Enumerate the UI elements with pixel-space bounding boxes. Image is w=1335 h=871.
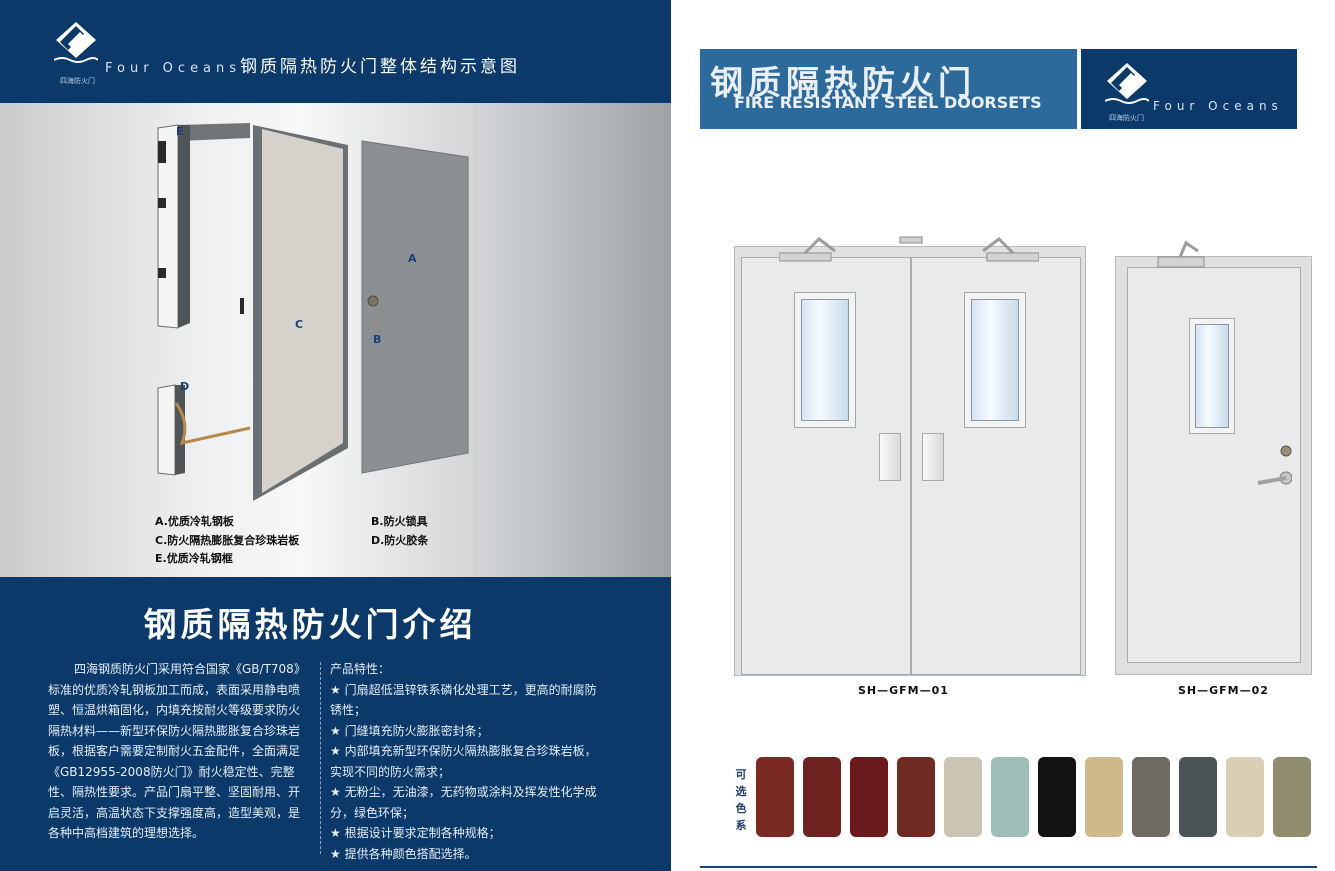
vision-panel bbox=[794, 292, 856, 428]
brand-logo bbox=[53, 20, 99, 68]
door-closer-icon bbox=[1157, 241, 1205, 268]
color-swatch[interactable] bbox=[850, 757, 888, 837]
color-swatch[interactable] bbox=[756, 757, 794, 837]
model-label-01: SH—GFM—01 bbox=[858, 684, 949, 697]
right-logo-box: Four Oceans 四海防火门 bbox=[1081, 49, 1297, 129]
part-letter-b: B bbox=[373, 333, 382, 346]
vision-panel bbox=[1189, 318, 1235, 434]
left-header: Four Oceans 四海防火门 钢质隔热防火门整体结构示意图 bbox=[0, 0, 671, 103]
push-handle bbox=[922, 433, 944, 481]
introduction-text: 四海钢质防火门采用符合国家《GB/T708》标准的优质冷轧钢板加工而成，表面采用… bbox=[48, 659, 310, 844]
model-label-02: SH—GFM—02 bbox=[1178, 684, 1269, 697]
introduction-section bbox=[0, 577, 671, 871]
features-heading: 产品特性： bbox=[330, 662, 391, 676]
color-swatch[interactable] bbox=[1132, 757, 1170, 837]
door-structure-diagram: E D C A B A.优质冷轧钢板 B.防火锁具 C.防火隔热膨胀复合珍珠岩板… bbox=[0, 103, 671, 577]
part-letter-a: A bbox=[408, 252, 417, 265]
feature-item: ★ 门缝填充防火膨胀密封条； bbox=[330, 723, 489, 738]
part-letter-d: D bbox=[180, 380, 190, 393]
waves-logo-icon bbox=[53, 22, 99, 63]
color-swatch-row bbox=[756, 757, 1316, 839]
color-swatch[interactable] bbox=[944, 757, 982, 837]
double-door-sh-gfm-01 bbox=[734, 236, 1086, 676]
color-swatch[interactable] bbox=[991, 757, 1029, 837]
door-exploded-view-icon bbox=[157, 123, 469, 501]
legend-c: C.防火隔热膨胀复合珍珠岩板 bbox=[155, 534, 300, 547]
brand-name-cn: 四海防火门 bbox=[60, 77, 95, 85]
color-swatch[interactable] bbox=[1085, 757, 1123, 837]
left-page: Four Oceans 四海防火门 钢质隔热防火门整体结构示意图 E bbox=[0, 0, 671, 871]
push-handle bbox=[879, 433, 901, 481]
legend-b: B.防火锁具 bbox=[371, 515, 428, 528]
color-swatch[interactable] bbox=[1273, 757, 1311, 837]
introduction-title: 钢质隔热防火门介绍 bbox=[143, 605, 477, 644]
banner-title-cn: 钢质隔热防火门 bbox=[710, 63, 976, 102]
color-swatch[interactable] bbox=[1038, 757, 1076, 837]
introduction-paragraph: 四海钢质防火门采用符合国家《GB/T708》标准的优质冷轧钢板加工而成，表面采用… bbox=[48, 662, 306, 840]
color-swatch[interactable] bbox=[1179, 757, 1217, 837]
legend-e: E.优质冷轧钢框 bbox=[155, 552, 233, 565]
door-lock-handle-icon bbox=[1257, 445, 1292, 485]
brand-name-en: Four Oceans bbox=[1153, 99, 1283, 113]
legend-a: A.优质冷轧钢板 bbox=[155, 515, 234, 528]
color-swatch[interactable] bbox=[803, 757, 841, 837]
feature-item: ★ 门扇超低温锌铁系磷化处理工艺，更高的耐腐防锈性； bbox=[330, 682, 597, 718]
feature-item: ★ 提供各种颜色搭配选择。 bbox=[330, 846, 477, 861]
single-door-sh-gfm-02 bbox=[1115, 241, 1312, 675]
color-swatch[interactable] bbox=[897, 757, 935, 837]
waves-logo-icon bbox=[1105, 63, 1149, 104]
color-options-label: 可选色系 bbox=[735, 768, 747, 832]
brand-name-en: Four Oceans bbox=[105, 61, 242, 76]
column-divider bbox=[320, 662, 322, 854]
feature-item: ★ 内部填充新型环保防火隔热膨胀复合珍珠岩板，实现不同的防火需求； bbox=[330, 744, 597, 779]
feature-item: ★ 根据设计要求定制各种规格； bbox=[330, 826, 501, 840]
structure-diagram-title: 钢质隔热防火门整体结构示意图 bbox=[240, 57, 520, 77]
color-swatch[interactable] bbox=[1226, 757, 1264, 837]
bottom-rule bbox=[700, 866, 1317, 868]
product-features: 产品特性： ★ 门扇超低温锌铁系磷化处理工艺，更高的耐腐防锈性； ★ 门缝填充防… bbox=[330, 659, 600, 864]
part-letter-c: C bbox=[295, 318, 304, 331]
banner-title-en: FIRE RESISTANT STEEL DOORSETS bbox=[734, 93, 1042, 112]
legend-d: D.防火胶条 bbox=[371, 534, 429, 547]
brand-name-cn: 四海防火门 bbox=[1109, 114, 1144, 122]
door-closer-icon bbox=[779, 236, 1039, 262]
vision-panel bbox=[964, 292, 1026, 428]
feature-item: ★ 无粉尘，无油漆，无药物或涂料及挥发性化学成分，绿色环保； bbox=[330, 785, 597, 820]
product-banner bbox=[700, 49, 1077, 129]
part-letter-e: E bbox=[176, 125, 184, 138]
